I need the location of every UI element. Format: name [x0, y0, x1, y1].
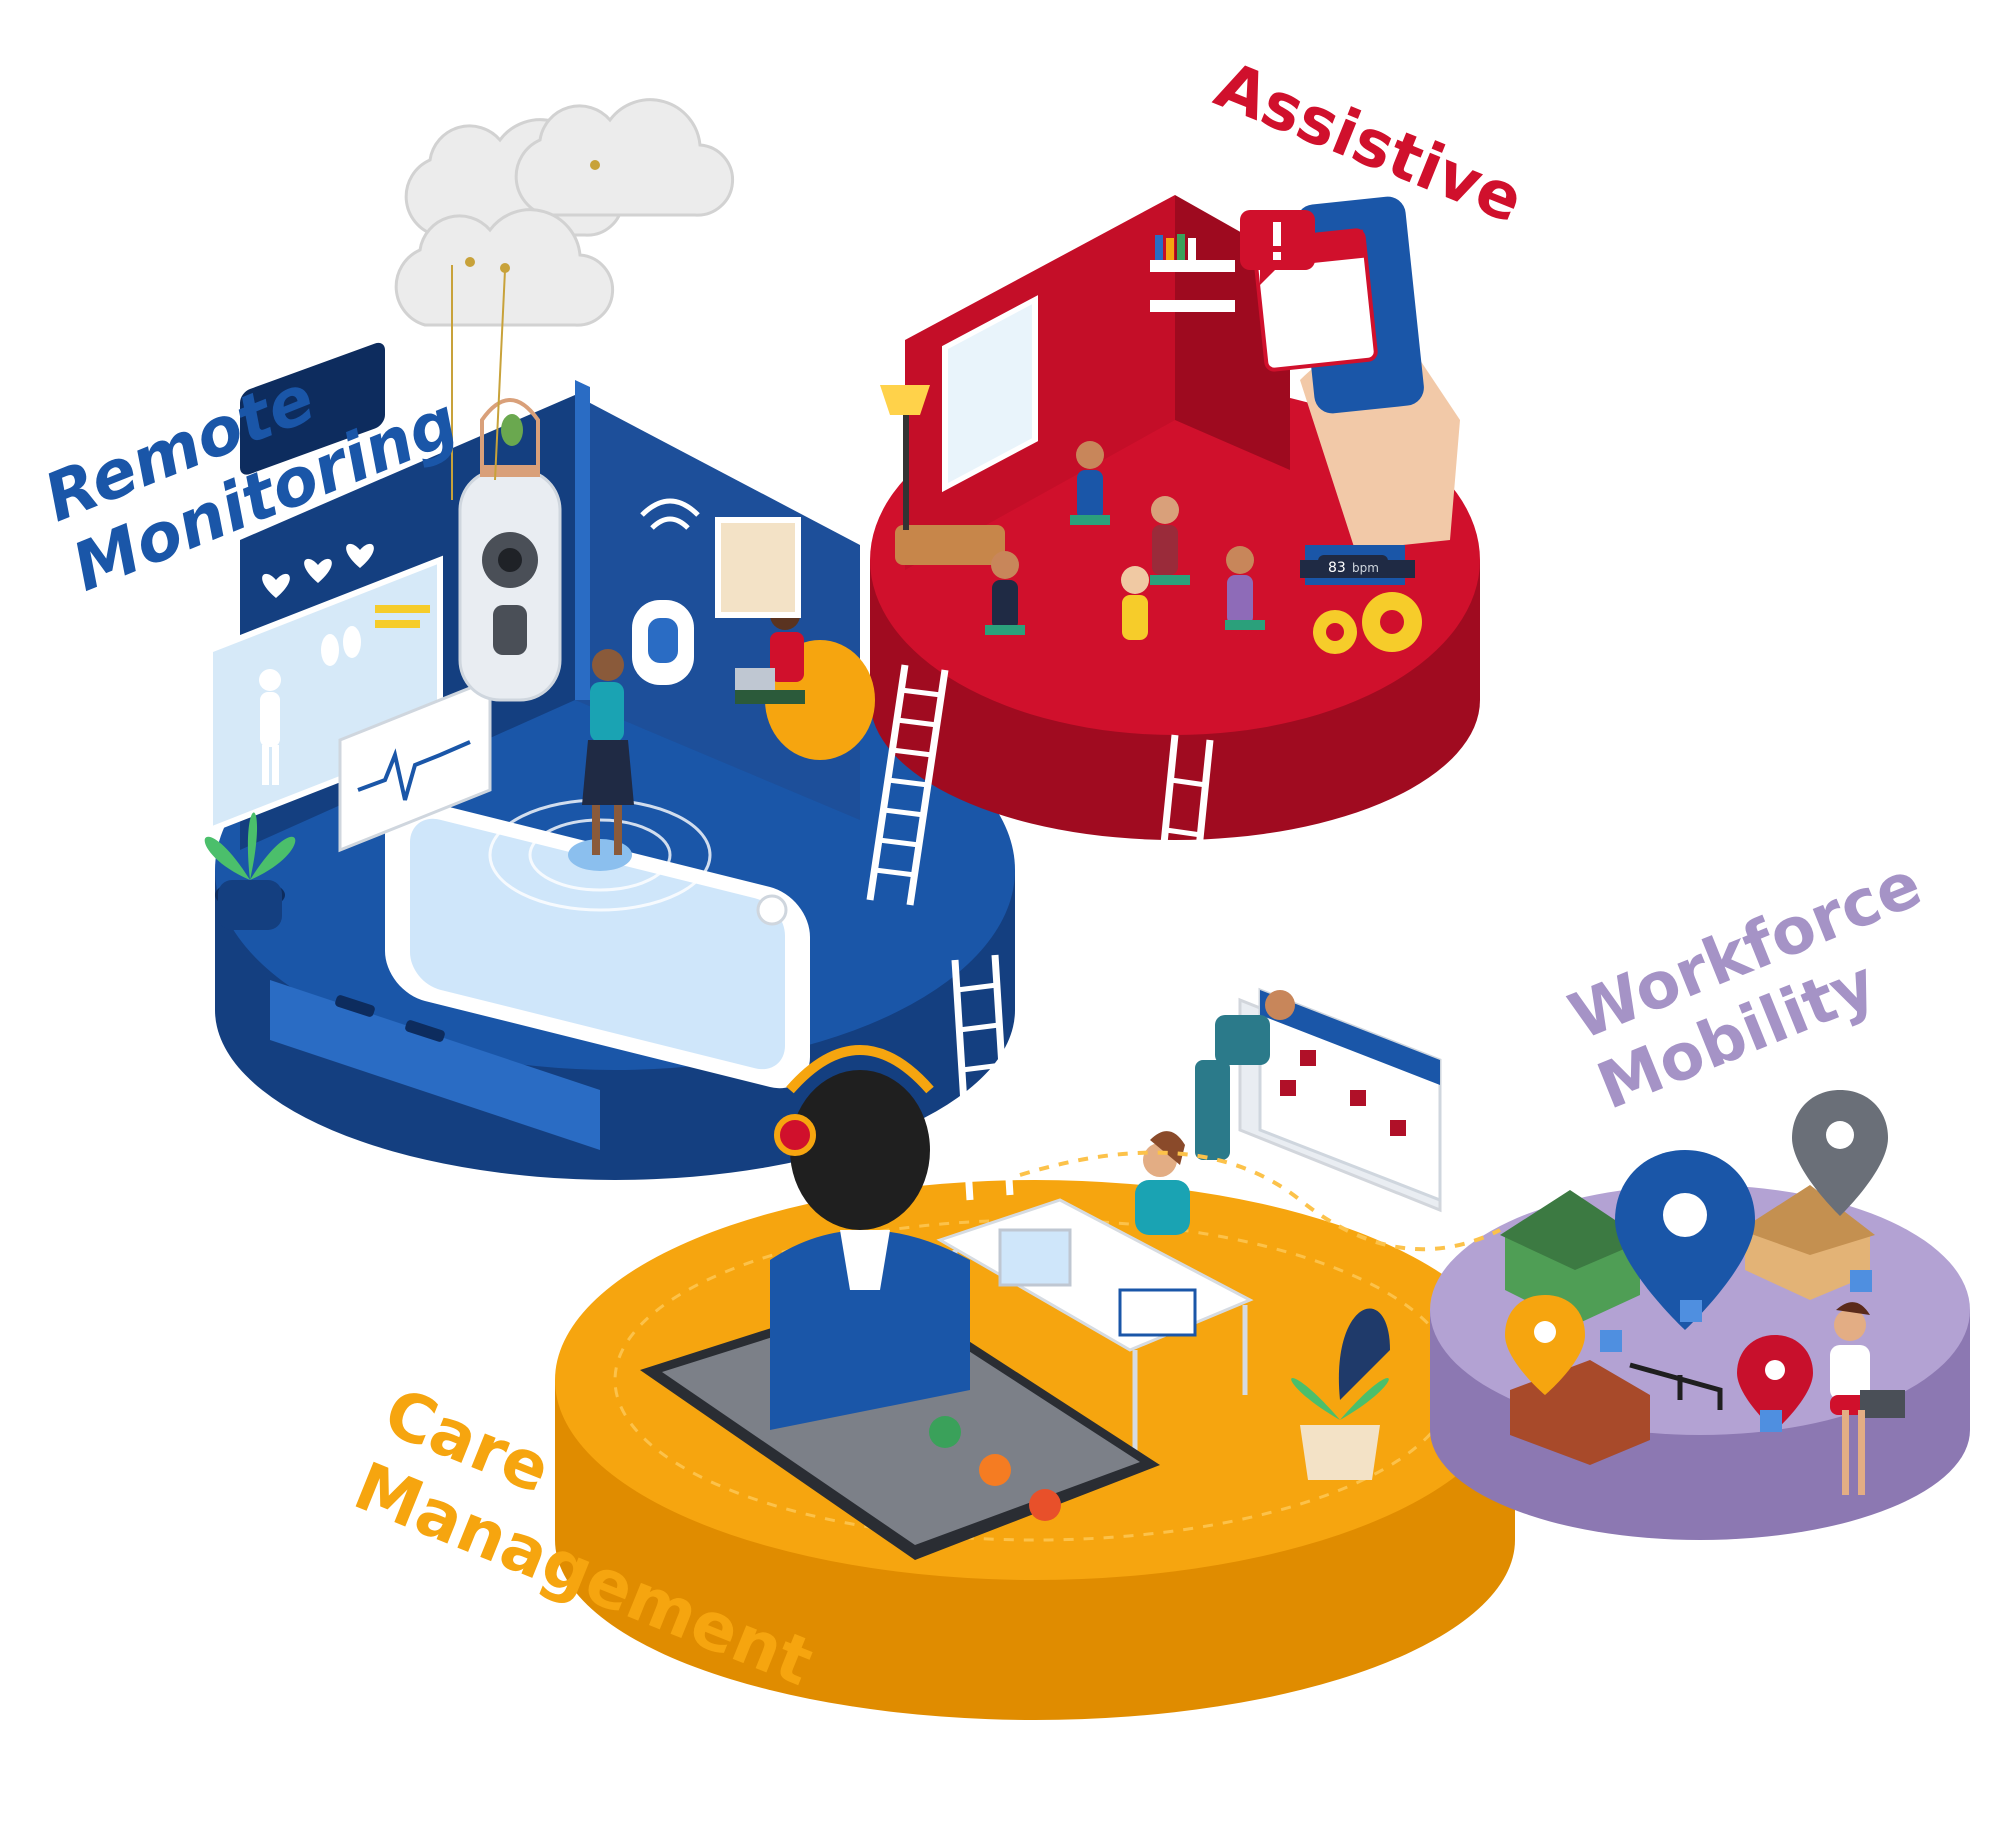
alert-icon: [1240, 210, 1315, 285]
person-with-laptop: [1830, 1302, 1905, 1495]
lamp: [880, 385, 930, 415]
email-icon: [979, 1454, 1011, 1486]
assistive-back-wall-left: [905, 195, 1175, 570]
gear-icon: [1313, 592, 1422, 654]
heart-icon: [262, 543, 374, 598]
assistive-platform: [870, 195, 1480, 840]
laptop-icon: [735, 668, 775, 694]
route-path: [1019, 1150, 1501, 1252]
wearable-readout: 83 bpm: [1318, 555, 1388, 577]
plant-icon: [1291, 1308, 1390, 1480]
ecg-icon: [357, 740, 471, 801]
laptop-icon: [1860, 1390, 1905, 1418]
person-standing: [582, 649, 634, 855]
chairs: [985, 515, 1265, 635]
label-workforce-mobility: Workforce Mobility: [1560, 847, 1932, 1124]
usb-connector: [270, 980, 600, 1150]
lungs-icon: [321, 626, 361, 666]
bookshelf: [1150, 260, 1235, 272]
call-icon: [929, 1416, 961, 1448]
ladder-rungs: [874, 687, 1207, 1153]
computer-monitor: [998, 1228, 1072, 1287]
headset-icon: [770, 1045, 970, 1430]
smartwatch-icon: [385, 798, 810, 1089]
person-on-beanbag: [735, 600, 875, 760]
desk: [936, 1198, 1254, 1465]
map-pin-icon: [1505, 1090, 1888, 1431]
chat-icon: [1029, 1489, 1061, 1521]
body-icon: [259, 669, 281, 785]
wearable-unit: bpm: [1352, 561, 1379, 575]
document: [1118, 1288, 1197, 1337]
route-lines: [1629, 1362, 1723, 1410]
wifi-icon: [632, 498, 700, 685]
cubes: [1600, 1270, 1872, 1432]
calendar-icon: [1238, 987, 1442, 1213]
health-monitor-panels: [207, 342, 492, 853]
window: [715, 517, 801, 618]
house-icon: [1500, 1185, 1875, 1465]
sofa: [895, 525, 1005, 565]
ladder-icon: [866, 664, 1214, 1201]
person-at-desk: [1135, 1131, 1190, 1235]
camera-icon: [458, 468, 562, 702]
cloud-icon: [394, 98, 735, 327]
seated-people: [991, 441, 1254, 640]
person-at-calendar: [1195, 990, 1295, 1160]
plant-icon: [204, 812, 296, 930]
wearable-reading: 83: [1328, 560, 1346, 576]
